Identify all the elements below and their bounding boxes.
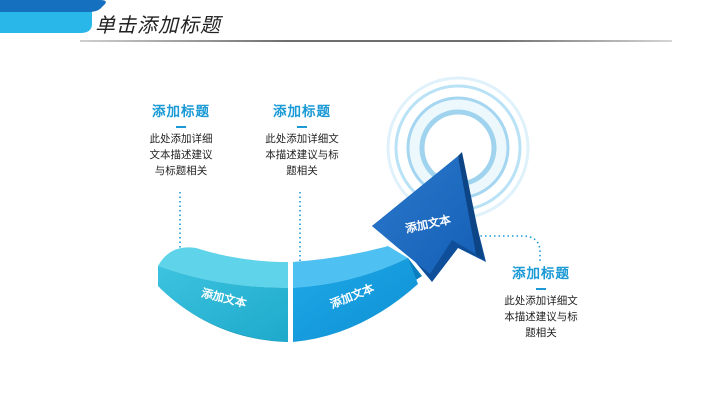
note-1-dash xyxy=(176,126,186,128)
note-3-dash xyxy=(536,288,546,290)
note-1-line-3: 与标题相关 xyxy=(154,165,208,177)
leader-lines xyxy=(179,192,541,288)
note-3-line-1: 此处添加详细文 xyxy=(504,295,578,307)
arrow-head xyxy=(372,152,486,282)
segment-left xyxy=(158,247,288,342)
note-1-title: 添加标题 xyxy=(152,104,210,120)
note-1: 添加标题 此处添加详细 文本描述建议 与标题相关 xyxy=(126,100,236,179)
note-2-line-1: 此处添加详细文 xyxy=(265,133,339,145)
note-3-line-2: 本描述建议与标 xyxy=(504,311,578,323)
segment-middle xyxy=(293,246,422,342)
note-1-line-2: 文本描述建议 xyxy=(149,149,213,161)
note-1-line-1: 此处添加详细 xyxy=(149,133,213,145)
header-accent-bar xyxy=(0,0,106,33)
note-2-dash xyxy=(297,126,307,128)
target-rings xyxy=(386,76,530,220)
title-divider xyxy=(80,40,672,42)
note-3-title: 添加标题 xyxy=(512,266,570,282)
note-2-line-3: 题相关 xyxy=(286,165,318,177)
note-2-title: 添加标题 xyxy=(273,104,331,120)
note-2: 添加标题 此处添加详细文 本描述建议与标 题相关 xyxy=(247,100,357,179)
note-3: 添加标题 此处添加详细文 本描述建议与标 题相关 xyxy=(486,262,596,341)
note-3-line-3: 题相关 xyxy=(525,327,557,339)
slide-title: 单击添加标题 xyxy=(95,13,221,37)
note-2-line-2: 本描述建议与标 xyxy=(265,149,339,161)
